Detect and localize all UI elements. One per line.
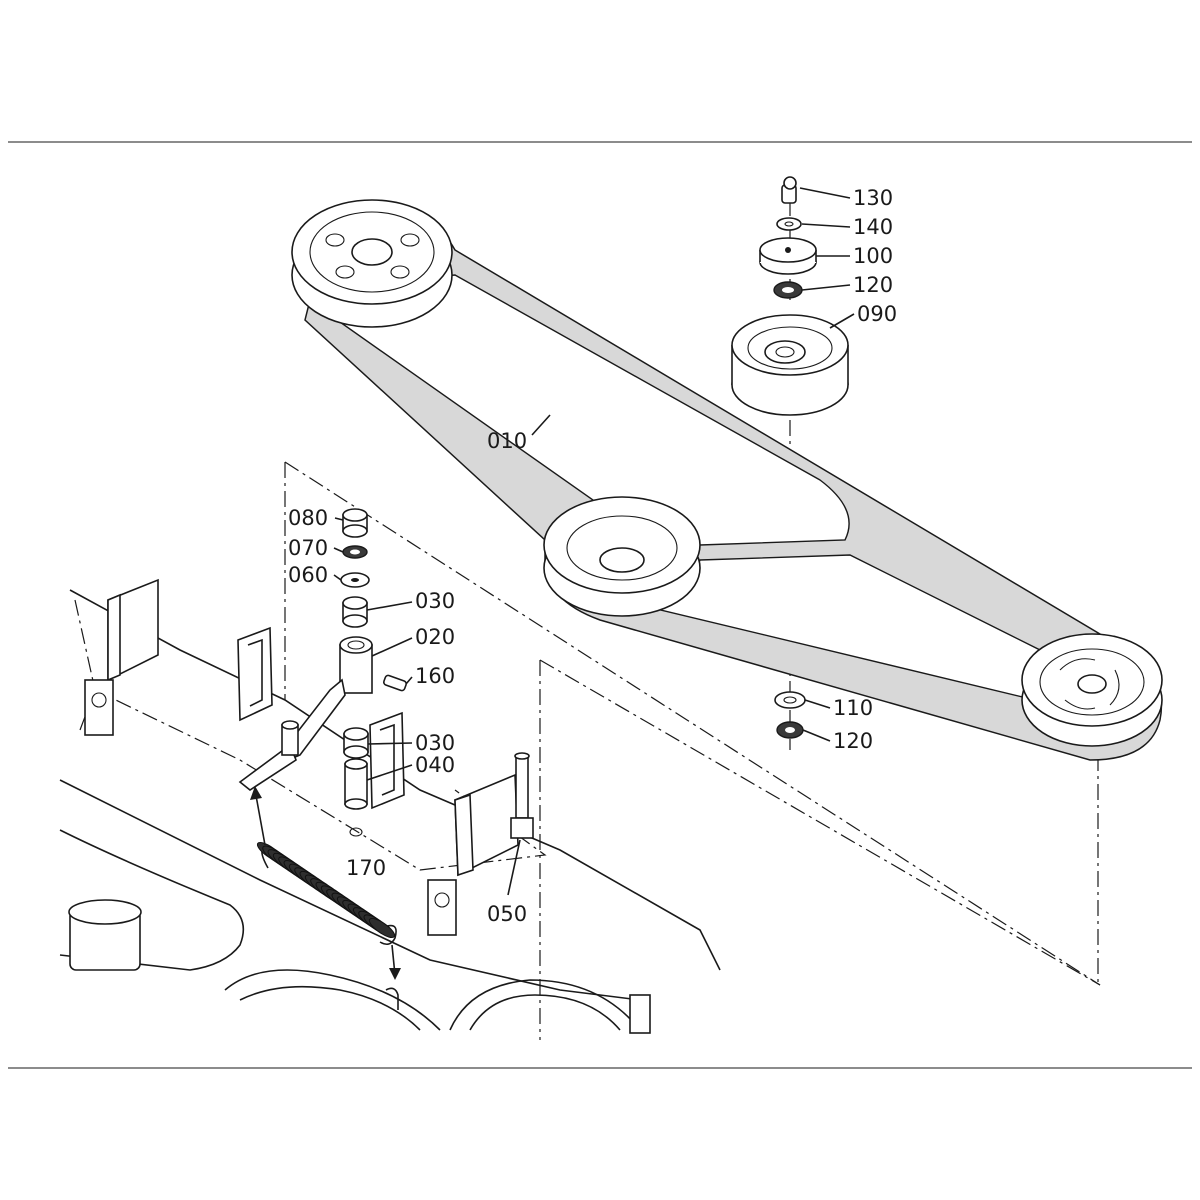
label-030-upper: 030	[415, 589, 455, 613]
part-labels: 130 140 100 120 090 010 080 070 060 030 …	[288, 186, 897, 926]
label-080: 080	[288, 506, 328, 530]
label-120-upper: 120	[853, 273, 893, 297]
leader-lines	[333, 187, 855, 896]
label-060: 060	[288, 563, 328, 587]
tension-spring-170	[256, 841, 397, 946]
v-belt-010	[304, 212, 1163, 761]
idler-assembly	[731, 176, 849, 739]
label-030-lower: 030	[415, 731, 455, 755]
spindle-pulley-center	[543, 496, 701, 617]
label-050: 050	[487, 902, 527, 926]
label-110: 110	[833, 696, 873, 720]
label-070: 070	[288, 536, 328, 560]
label-130: 130	[853, 186, 893, 210]
label-170: 170	[346, 856, 386, 880]
label-020: 020	[415, 625, 455, 649]
label-010: 010	[487, 429, 527, 453]
drive-pulley-top-left	[291, 199, 453, 328]
tension-arm-assembly	[238, 508, 534, 1010]
deck-brackets	[68, 578, 651, 1034]
label-140: 140	[853, 215, 893, 239]
label-100: 100	[853, 244, 893, 268]
label-040: 040	[415, 753, 455, 777]
label-090: 090	[857, 302, 897, 326]
spring-coil	[368, 917, 396, 939]
label-160: 160	[415, 664, 455, 688]
label-120-lower: 120	[833, 729, 873, 753]
spindle-pulley-right	[1021, 633, 1163, 747]
